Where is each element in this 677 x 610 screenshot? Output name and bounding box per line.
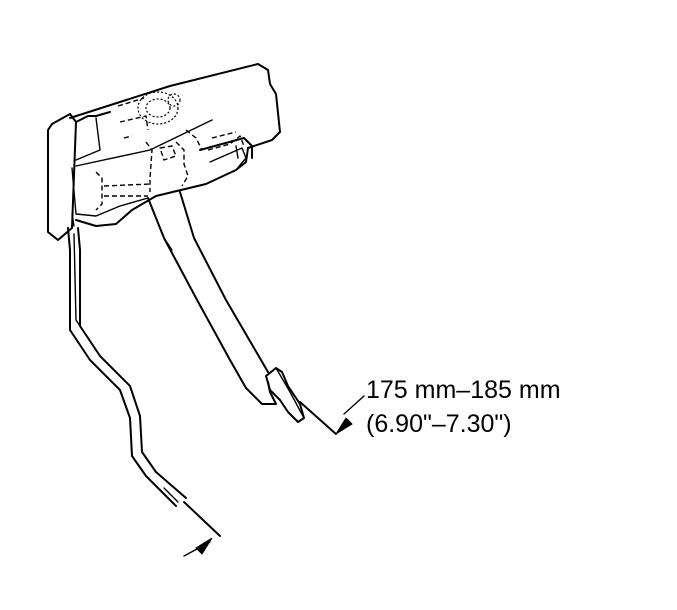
- dimension-label-imperial: (6.90"–7.30"): [366, 410, 512, 438]
- brake-pedal-arm: [147, 191, 305, 423]
- pad-dimension-marker: [299, 395, 365, 435]
- long-pedal-dimension-marker: [183, 501, 221, 557]
- hidden-internal-parts: [95, 91, 245, 211]
- long-pedal-arm: [67, 227, 187, 507]
- dimension-label-metric: 175 mm–185 mm: [366, 376, 561, 404]
- pedal-bracket: [47, 63, 281, 241]
